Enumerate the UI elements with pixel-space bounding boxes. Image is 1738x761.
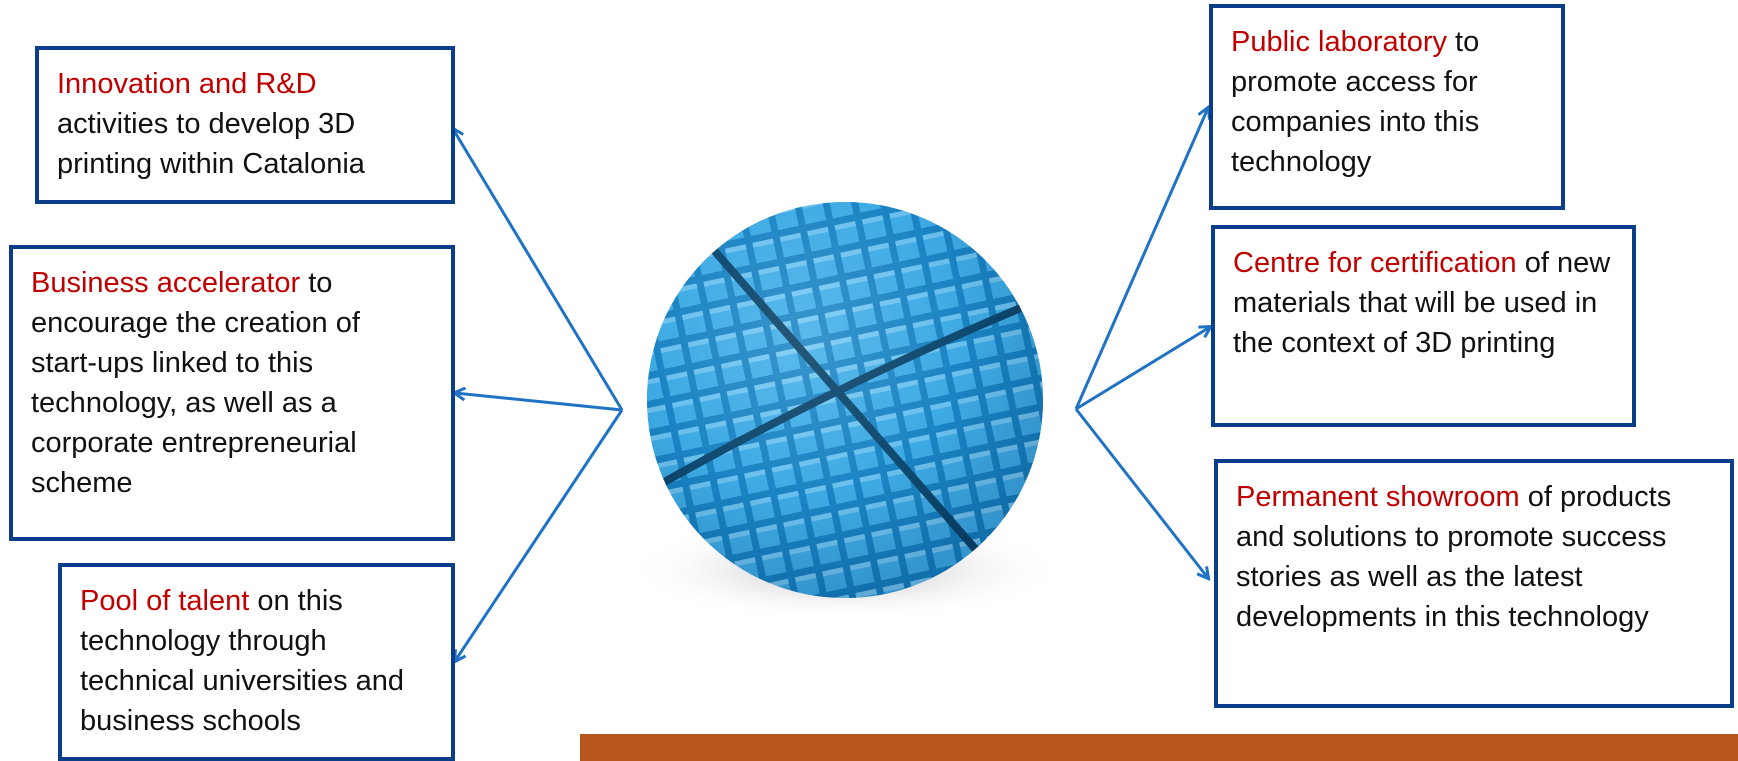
left-arrows	[453, 129, 624, 661]
innovation-text: activities to develop 3D printing within…	[57, 108, 365, 180]
right-arrows	[1074, 108, 1210, 578]
laboratory-text: to promote access for companies into thi…	[1231, 26, 1480, 178]
business-box: Business accelerator to encourage the cr…	[9, 245, 455, 541]
arrow-to-showroom	[1074, 408, 1208, 578]
showroom-text: of products and solutions to promote suc…	[1236, 481, 1672, 633]
arrow-to-innovation	[453, 129, 624, 411]
talent-highlight: Pool of talent	[80, 585, 250, 617]
certification-box: Centre for certification of new material…	[1211, 225, 1636, 427]
innovation-highlight: Innovation and R&D	[57, 68, 317, 100]
sphere-shade	[647, 202, 1043, 598]
talent-box: Pool of talent on this technology throug…	[58, 563, 455, 761]
arrow-to-certification	[1075, 327, 1210, 411]
sphere-image	[625, 202, 1065, 622]
innovation-box: Innovation and R&D activities to develop…	[35, 46, 455, 204]
certification-highlight: Centre for certification	[1233, 247, 1517, 279]
showroom-highlight: Permanent showroom	[1236, 481, 1520, 513]
arrow-to-business	[455, 393, 623, 412]
laboratory-highlight: Public laboratory	[1231, 26, 1447, 58]
arrow-to-laboratory	[1074, 108, 1208, 410]
laboratory-box: Public laboratory to promote access for …	[1209, 4, 1565, 210]
arrow-to-talent	[455, 409, 624, 661]
talent-text: on this technology through technical uni…	[80, 585, 405, 737]
bottom-accent-bar	[580, 734, 1738, 761]
showroom-box: Permanent showroom of products and solut…	[1214, 459, 1734, 708]
business-highlight: Business accelerator	[31, 267, 301, 299]
business-text: to encourage the creation of start-ups l…	[31, 267, 360, 499]
certification-text: of new materials that will be used in th…	[1233, 247, 1611, 359]
